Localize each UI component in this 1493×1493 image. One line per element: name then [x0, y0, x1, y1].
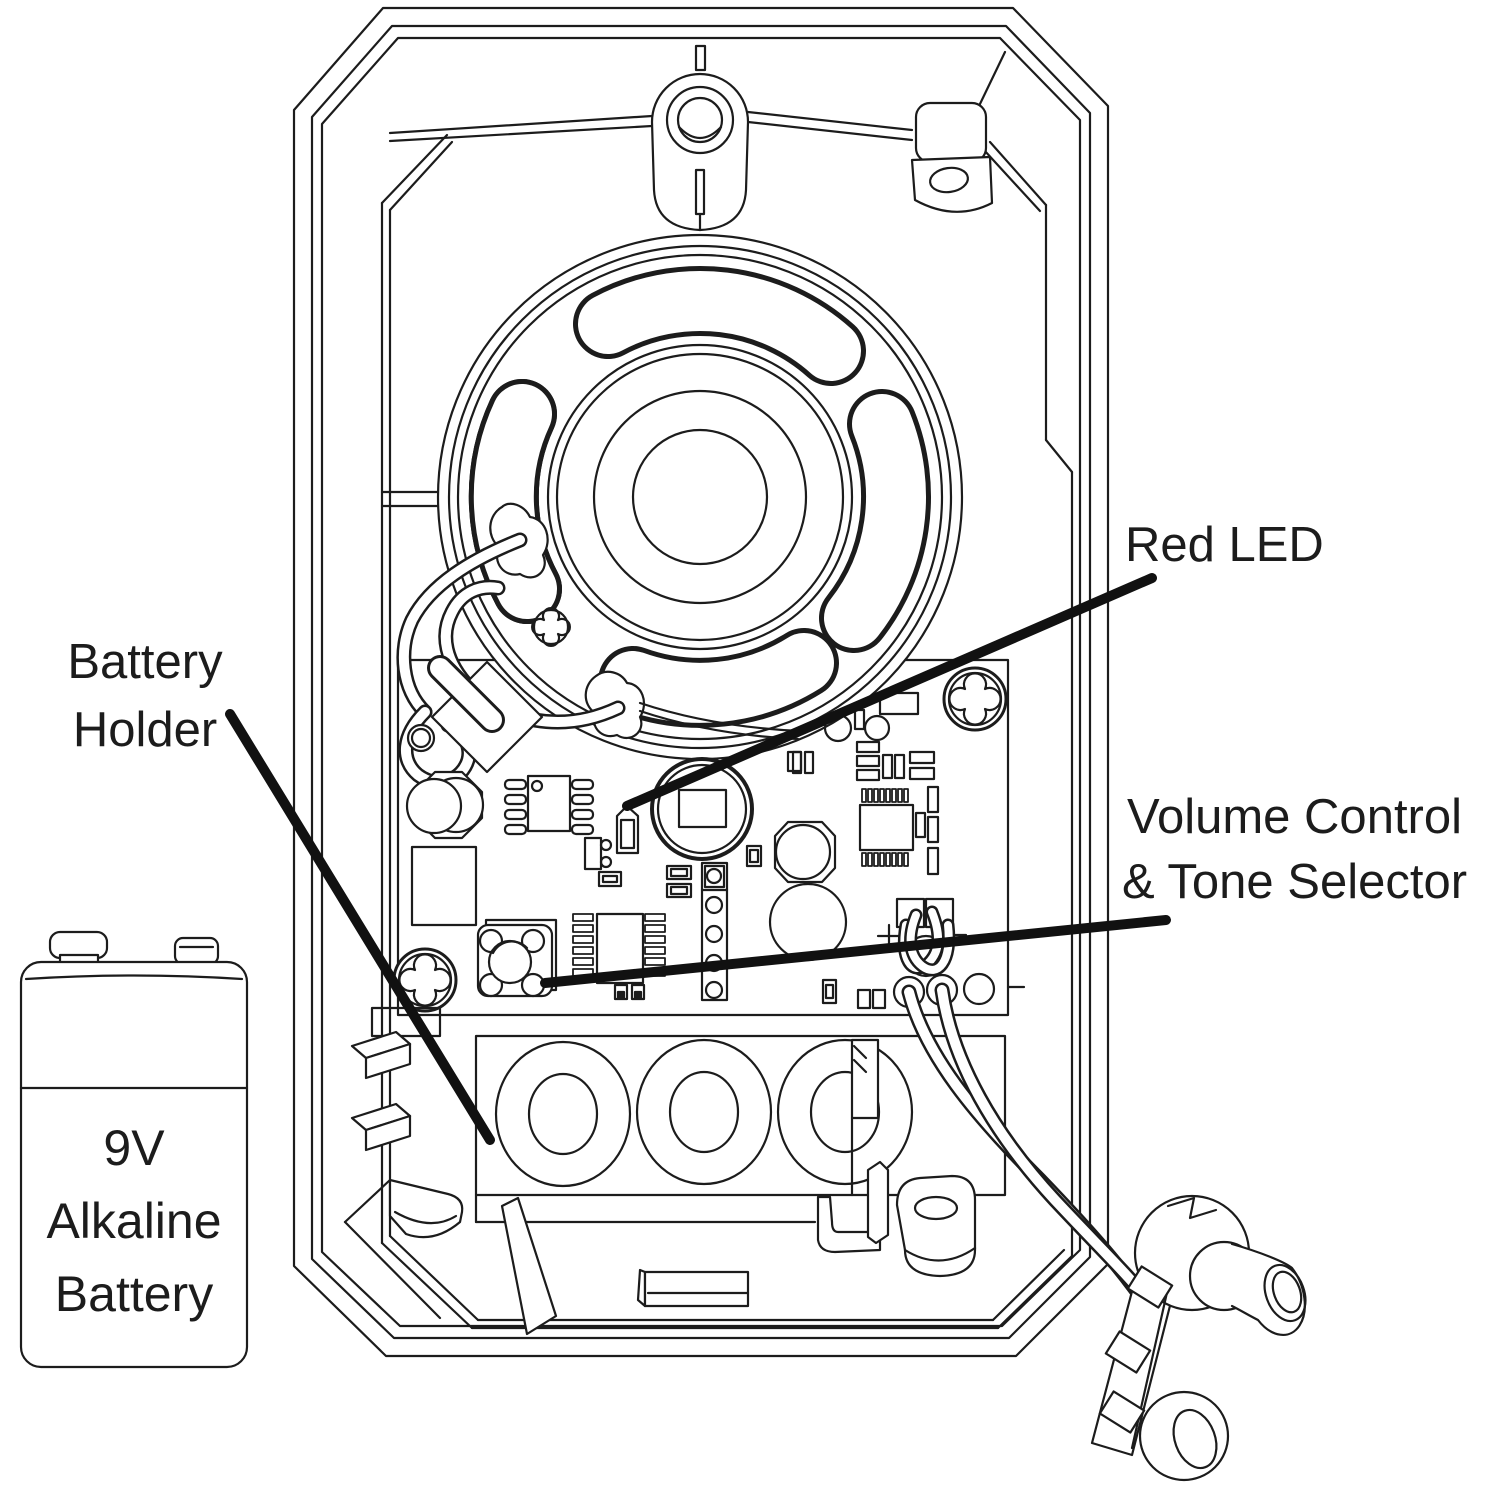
battery-terminal-negative	[173, 936, 220, 966]
qfp-ic	[858, 788, 915, 867]
volume-label-line1: Volume Control	[1127, 790, 1462, 844]
leader-lines	[225, 573, 1171, 1145]
volume-label-line2: & Tone Selector	[1122, 855, 1467, 909]
red-led	[615, 804, 640, 855]
battery-holder-label-line2: Holder	[73, 703, 217, 757]
ic-8pin	[503, 774, 595, 836]
labels: Battery Holder Red LED Volume Control & …	[46, 518, 1467, 1322]
battery-text-line1: 9V	[103, 1120, 165, 1176]
battery-holder-leader-line	[225, 709, 495, 1145]
volume-leader-line	[540, 915, 1171, 988]
battery-illustration	[19, 930, 249, 1369]
battery-holder-label-line1: Battery	[67, 635, 223, 689]
pin-header	[700, 861, 729, 1002]
battery-holder-cell-2	[635, 1038, 773, 1186]
volume-wires	[901, 982, 1158, 1318]
battery-holder-cell-3	[776, 1038, 914, 1186]
speaker	[396, 233, 964, 790]
red-led-leader-line	[622, 573, 1157, 811]
battery-holder-compartment	[474, 1034, 1007, 1254]
standoff-cylinder	[895, 1174, 977, 1278]
mounting-post	[650, 44, 750, 232]
chime-housing-outline	[292, 6, 1110, 1358]
top-right-bracket	[910, 101, 994, 213]
pcb-screw-top-right	[942, 666, 1008, 732]
battery-holder-cell-1	[494, 1040, 632, 1188]
volume-knob-assembly	[1090, 1194, 1307, 1482]
pcb-components	[392, 655, 1008, 1013]
tray-floor-details	[343, 1006, 977, 1336]
battery-text-line3: Battery	[55, 1266, 213, 1322]
red-led-label: Red LED	[1125, 518, 1324, 572]
speaker-screw	[531, 607, 571, 647]
battery-text-line2: Alkaline	[46, 1193, 221, 1249]
